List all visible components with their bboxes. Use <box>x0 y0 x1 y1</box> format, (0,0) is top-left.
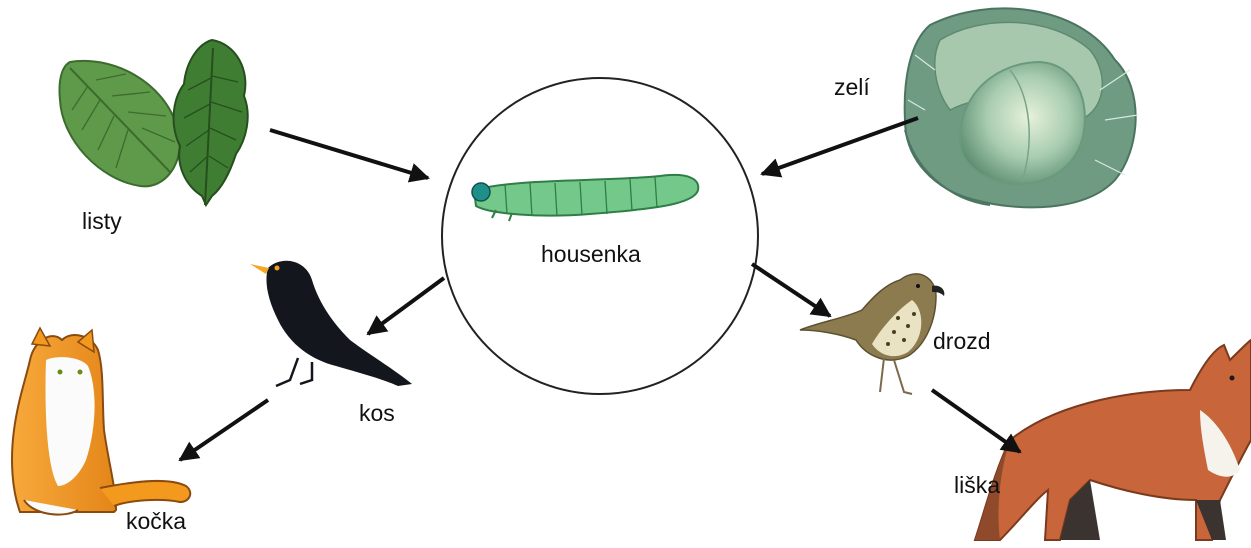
arrow-drozd-liska <box>932 390 1020 452</box>
label-kos: kos <box>359 400 395 427</box>
cabbage-illustration <box>905 8 1138 207</box>
fox-illustration <box>975 340 1251 540</box>
label-kocka: kočka <box>126 508 186 535</box>
arrow-listy-housenka <box>270 130 428 178</box>
label-listy: listy <box>82 208 122 235</box>
label-liska: liška <box>954 472 1000 499</box>
arrow-housenka-kos <box>368 278 444 334</box>
leaves-illustration <box>59 40 247 205</box>
label-zeli: zelí <box>834 74 870 101</box>
arrow-housenka-drozd <box>752 264 830 316</box>
arrow-zeli-housenka <box>762 118 918 174</box>
label-housenka: housenka <box>541 241 641 268</box>
cat-illustration <box>12 328 190 515</box>
label-drozd: drozd <box>933 328 991 355</box>
thrush-illustration <box>800 274 944 394</box>
center-circle <box>442 78 758 394</box>
blackbird-illustration <box>250 261 412 386</box>
arrow-kos-kocka <box>180 400 268 460</box>
